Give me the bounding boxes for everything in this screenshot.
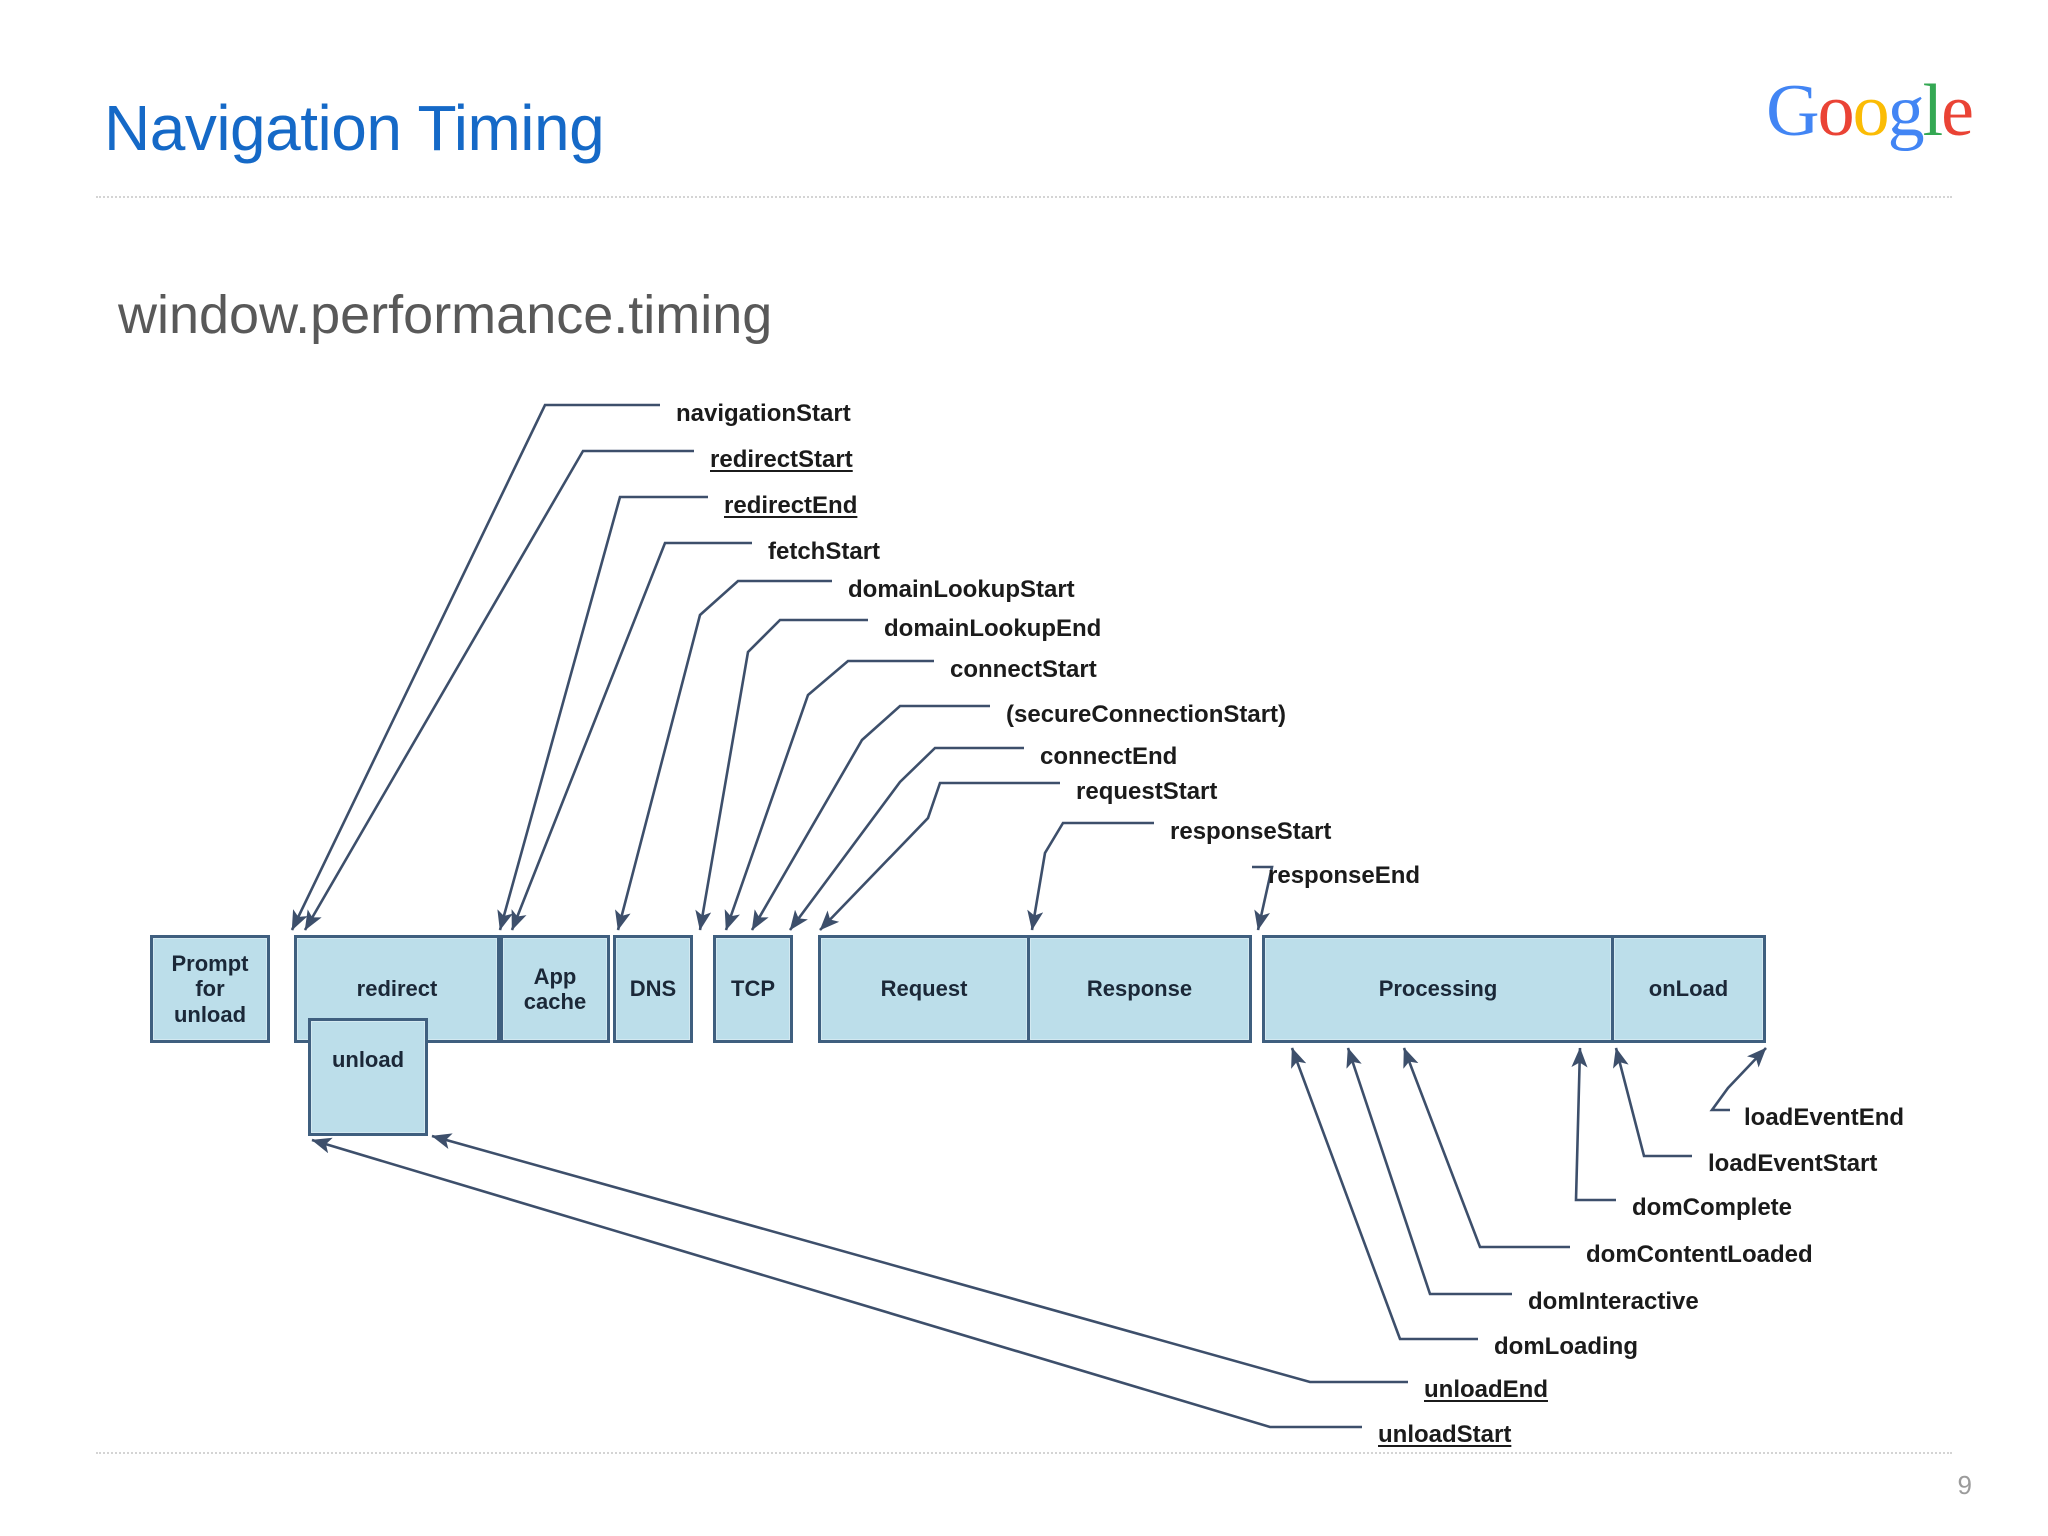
mark-label-unloadEnd: unloadEnd: [1424, 1376, 1548, 1403]
phase-box-response[interactable]: Response: [1028, 935, 1252, 1043]
phase-label: TCP: [731, 976, 775, 1002]
logo-letter-g2: g: [1887, 70, 1925, 152]
mark-label-fetchStart: fetchStart: [768, 538, 881, 565]
logo-letter-o2: o: [1852, 70, 1890, 152]
phase-box-prompt-for-unload[interactable]: Prompt for unload: [150, 935, 270, 1043]
phase-label: Request: [880, 976, 968, 1002]
phase-box-app-cache[interactable]: App cache: [500, 935, 610, 1043]
mark-label-connectEnd: connectEnd: [1040, 743, 1178, 770]
mark-label-secureConnectionStart: (secureConnectionStart): [1006, 701, 1287, 728]
mark-label-navigationStart: navigationStart: [676, 400, 851, 427]
subheading: window.performance.timing: [118, 285, 773, 345]
mark-label-unloadStart: unloadStart: [1378, 1421, 1512, 1448]
mark-label-redirectEnd: redirectEnd: [724, 492, 858, 519]
mark-label-loadEventEnd: loadEventEnd: [1744, 1104, 1905, 1131]
leader-lines-below: [311, 1047, 1767, 1429]
leader-lines-above: [290, 403, 1274, 931]
mark-label-domainLookupEnd: domainLookupEnd: [884, 615, 1102, 642]
phase-label: unload: [331, 1047, 405, 1072]
logo-letter-o1: o: [1817, 70, 1855, 152]
mark-label-domInteractive: domInteractive: [1528, 1288, 1699, 1315]
phase-box-dns[interactable]: DNS: [613, 935, 693, 1043]
google-logo: Google: [1766, 74, 1974, 148]
phase-label: redirect: [356, 976, 438, 1002]
phase-box-request[interactable]: Request: [818, 935, 1030, 1043]
mark-label-responseStart: responseStart: [1170, 818, 1332, 845]
phase-label: Prompt for unload: [171, 951, 249, 1027]
mark-label-requestStart: requestStart: [1076, 778, 1218, 805]
mark-label-loadEventStart: loadEventStart: [1708, 1150, 1878, 1177]
header-divider: [96, 196, 1952, 198]
phase-box-tcp[interactable]: TCP: [713, 935, 793, 1043]
logo-letter-l: l: [1922, 70, 1944, 152]
mark-label-domainLookupStart: domainLookupStart: [848, 576, 1075, 603]
mark-label-redirectStart: redirectStart: [710, 446, 853, 473]
mark-label-connectStart: connectStart: [950, 656, 1097, 683]
mark-label-domLoading: domLoading: [1494, 1333, 1638, 1360]
phase-box-processing[interactable]: Processing: [1262, 935, 1614, 1043]
logo-letter-g1: G: [1766, 70, 1819, 152]
phase-label: App cache: [523, 963, 587, 1014]
footer-divider: [96, 1452, 1952, 1454]
mark-label-domComplete: domComplete: [1632, 1194, 1793, 1221]
phase-box-unload[interactable]: unload: [308, 1018, 428, 1136]
phase-label: Processing: [1378, 976, 1498, 1002]
phase-label: onLoad: [1648, 976, 1729, 1002]
phase-label: DNS: [629, 976, 677, 1002]
page-title: Navigation Timing: [104, 92, 605, 164]
mark-label-responseEnd: responseEnd: [1268, 862, 1421, 889]
phase-label: Response: [1086, 976, 1193, 1002]
page-number: 9: [1957, 1470, 1972, 1500]
mark-label-domContentLoaded: domContentLoaded: [1586, 1241, 1813, 1268]
logo-letter-e: e: [1941, 70, 1974, 152]
phase-box-onload[interactable]: onLoad: [1612, 935, 1766, 1043]
